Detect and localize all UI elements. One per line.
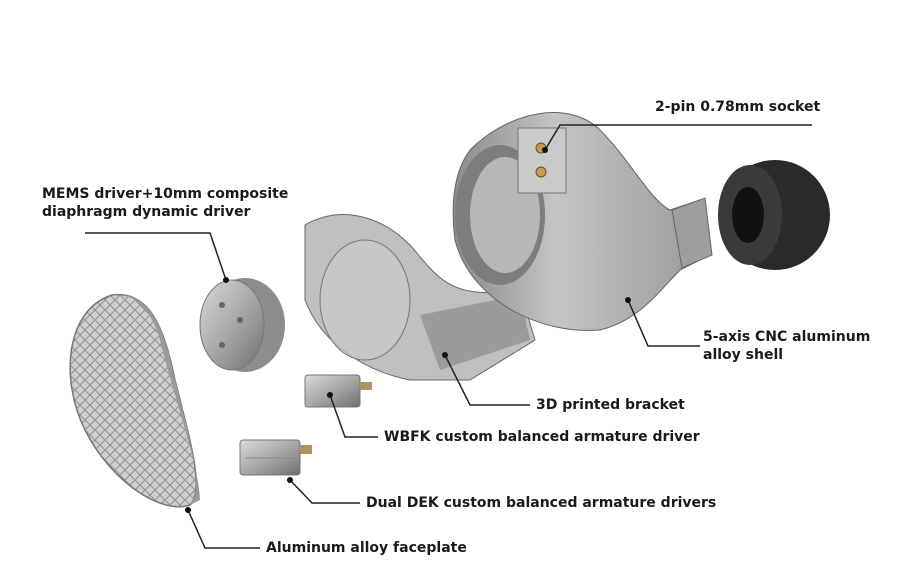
label-dek: Dual DEK custom balanced armature driver…	[366, 495, 717, 511]
label-wbfk: WBFK custom balanced armature driver	[384, 429, 700, 445]
label-shell-line2: alloy shell	[703, 347, 784, 363]
shell-part	[452, 112, 713, 331]
label-socket: 2-pin 0.78mm socket	[655, 99, 821, 115]
ear-tip-part	[718, 160, 830, 270]
label-faceplate: Aluminum alloy faceplate	[266, 540, 467, 556]
wbfk-driver-part	[304, 374, 372, 408]
faceplate-part	[69, 293, 200, 508]
label-mems-line1: MEMS driver+10mm composite	[42, 186, 289, 202]
dynamic-driver-part	[199, 278, 285, 372]
bracket-part	[304, 214, 536, 381]
label-shell-line1: 5-axis CNC aluminum	[703, 329, 871, 345]
label-mems-line2: diaphragm dynamic driver	[42, 204, 251, 220]
leader-dots	[185, 147, 631, 513]
dek-drivers-part	[239, 439, 312, 476]
label-bracket: 3D printed bracket	[536, 397, 685, 413]
leader-lines	[85, 124, 812, 549]
